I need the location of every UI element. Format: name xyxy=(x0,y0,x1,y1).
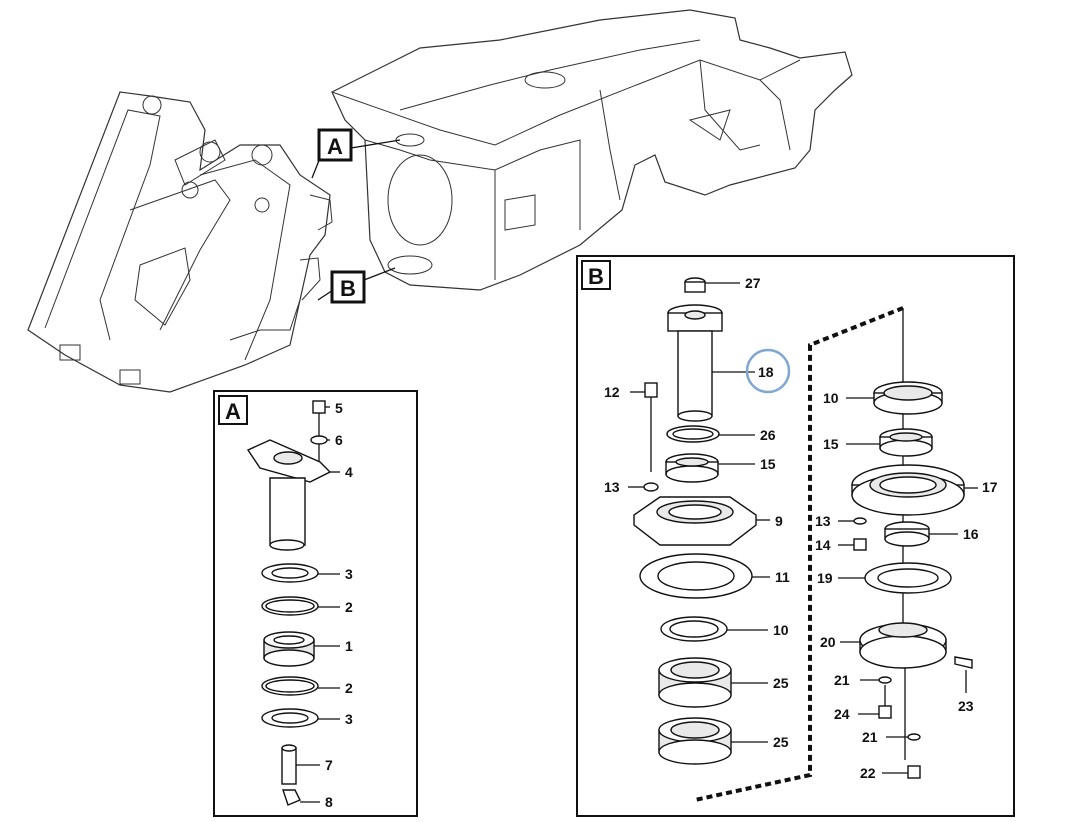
part-grease-nipple-23 xyxy=(954,656,973,693)
label-b-19: 19 xyxy=(817,570,833,586)
svg-text:A: A xyxy=(327,134,343,159)
label-a-7: 7 xyxy=(325,757,333,773)
label-b-10-right: 10 xyxy=(823,390,839,406)
part-cap-27 xyxy=(684,277,740,293)
part-bolt-22 xyxy=(882,765,921,779)
label-b-22: 22 xyxy=(860,765,876,781)
label-b-15-right: 15 xyxy=(823,436,839,452)
label-b-21: 21 xyxy=(834,672,850,688)
part-bearing-1 xyxy=(263,631,340,667)
part-bushing-15-left xyxy=(665,453,755,483)
part-pin-4 xyxy=(246,439,340,551)
label-a-2: 2 xyxy=(345,599,353,615)
detail-b: B xyxy=(576,255,1015,817)
detail-b-border xyxy=(576,255,1015,817)
label-b-24: 24 xyxy=(834,706,850,722)
rear-frame xyxy=(331,9,853,291)
label-b-17: 17 xyxy=(982,479,998,495)
label-b-21b: 21 xyxy=(862,729,878,745)
label-b-12: 12 xyxy=(604,384,620,400)
label-a-5: 5 xyxy=(335,400,343,416)
front-frame xyxy=(27,91,333,393)
label-a-6: 6 xyxy=(335,432,343,448)
label-b-13: 13 xyxy=(604,479,620,495)
highlight-circle-18 xyxy=(745,348,791,394)
part-sleeve-7 xyxy=(281,744,320,785)
part-grease-nipple-8 xyxy=(282,789,320,806)
part-washer-13-right xyxy=(838,517,867,525)
label-b-25: 25 xyxy=(773,675,789,691)
part-washer-13-left xyxy=(628,482,659,492)
label-a-3b: 3 xyxy=(345,711,353,727)
part-housing-9 xyxy=(633,496,770,546)
label-b-23: 23 xyxy=(958,698,974,714)
label-b-10: 10 xyxy=(773,622,789,638)
part-cover-20 xyxy=(840,622,947,669)
label-b-13-right: 13 xyxy=(815,513,831,529)
part-seal-10-right xyxy=(846,381,943,415)
callout-a-frame: A xyxy=(311,128,401,179)
label-b-11: 11 xyxy=(775,569,790,585)
label-b-27: 27 xyxy=(745,275,761,291)
label-b-18: 18 xyxy=(758,364,774,380)
frame-illustration: A B xyxy=(27,9,853,393)
part-bushing-16 xyxy=(884,521,958,547)
detail-a: A xyxy=(213,390,418,817)
part-washer-6 xyxy=(310,435,330,445)
part-bushing-15-right xyxy=(846,428,933,457)
label-a-8: 8 xyxy=(325,794,333,810)
detail-b-title: B xyxy=(588,264,604,289)
part-bolt-12 xyxy=(630,382,658,472)
label-b-20: 20 xyxy=(820,634,836,650)
label-b-25b: 25 xyxy=(773,734,789,750)
label-b-26: 26 xyxy=(760,427,776,443)
label-a-1: 1 xyxy=(345,638,353,654)
label-b-16: 16 xyxy=(963,526,979,542)
part-shim-19 xyxy=(838,562,952,594)
dashed-assembly-link xyxy=(694,306,904,802)
part-bearing-25-bottom xyxy=(658,717,768,765)
label-b-14: 14 xyxy=(815,537,831,553)
svg-text:B: B xyxy=(340,276,356,301)
part-washer-21-left xyxy=(860,676,892,684)
label-a-2b: 2 xyxy=(345,680,353,696)
part-seal-10-left xyxy=(660,616,768,642)
label-a-3: 3 xyxy=(345,566,353,582)
part-bolt-24 xyxy=(858,685,892,719)
label-a-4: 4 xyxy=(345,464,353,480)
callout-b-frame: B xyxy=(317,267,396,304)
part-washer-21-right xyxy=(886,733,921,741)
part-pin-18 xyxy=(667,304,755,422)
part-nut-14 xyxy=(838,538,867,551)
part-flange-17 xyxy=(851,464,978,516)
part-bearing-25-top xyxy=(658,657,768,708)
label-b-15: 15 xyxy=(760,456,776,472)
label-b-9: 9 xyxy=(775,513,783,529)
detail-a-title: A xyxy=(225,399,241,424)
part-shim-11 xyxy=(639,553,770,599)
